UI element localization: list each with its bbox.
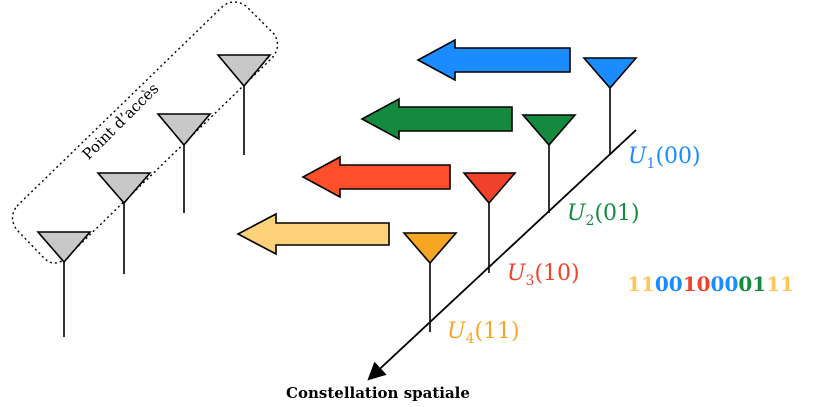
user-1-arrow: [416, 38, 571, 82]
user-1-symbol: U: [628, 144, 648, 169]
user-4-index: 4: [466, 331, 475, 347]
user-3-code: (10): [534, 261, 579, 286]
bit-group-5: 01: [738, 272, 766, 296]
ap-antenna-1: [36, 231, 92, 337]
bit-stream: 110010000111: [627, 272, 794, 296]
user-4-arrow: [236, 212, 390, 256]
ap-antenna-2: [96, 172, 152, 274]
ap-antenna-3: [156, 113, 212, 213]
user-2-arrow: [360, 97, 513, 141]
user-1-group: U1(00): [416, 38, 701, 172]
bit-group-6: 11: [766, 272, 794, 296]
user-2-label: U2(01): [567, 201, 640, 229]
bit-group-2: 00: [655, 272, 683, 296]
ap-antenna-4: [216, 54, 272, 155]
ap-antenna-2-icon: [96, 172, 152, 205]
ap-antenna-4-icon: [216, 54, 272, 88]
bit-group-3: 10: [683, 272, 711, 296]
constellation-axis-label: Constellation spatiale: [286, 384, 470, 402]
constellation-axis-line: [367, 129, 637, 381]
user-3-antenna-icon: [462, 172, 517, 205]
user-4-group: U4(11): [236, 212, 520, 347]
user-3-label: U3(10): [507, 261, 580, 289]
user-4-code: (11): [474, 319, 519, 344]
user-4-label: U4(11): [447, 319, 520, 347]
user-2-code: (01): [594, 201, 639, 226]
user-4-antenna-icon: [402, 232, 458, 265]
user-1-label: U1(00): [628, 144, 701, 172]
user-3-group: U3(10): [301, 155, 580, 289]
user-3-index: 3: [526, 273, 535, 289]
bit-group-4: 00: [711, 272, 739, 296]
constellation-axis: Constellation spatiale: [286, 129, 637, 402]
access-point-boundary: [11, 1, 279, 264]
user-3-arrow: [301, 155, 451, 199]
user-4-symbol: U: [447, 319, 467, 344]
access-point-group: Point d’accès: [11, 1, 279, 337]
user-2-group: U2(01): [360, 97, 640, 229]
user-1-antenna-icon: [582, 57, 638, 90]
user-2-antenna-icon: [521, 114, 577, 147]
user-2-index: 2: [586, 213, 595, 229]
access-point-label: Point d’accès: [79, 80, 163, 164]
user-2-symbol: U: [567, 201, 587, 226]
user-1-index: 1: [647, 156, 656, 172]
user-3-symbol: U: [507, 261, 527, 286]
bit-group-1: 11: [627, 272, 655, 296]
user-1-code: (00): [655, 144, 700, 169]
ap-antenna-3-icon: [156, 113, 212, 147]
ap-antenna-1-icon: [36, 231, 92, 264]
